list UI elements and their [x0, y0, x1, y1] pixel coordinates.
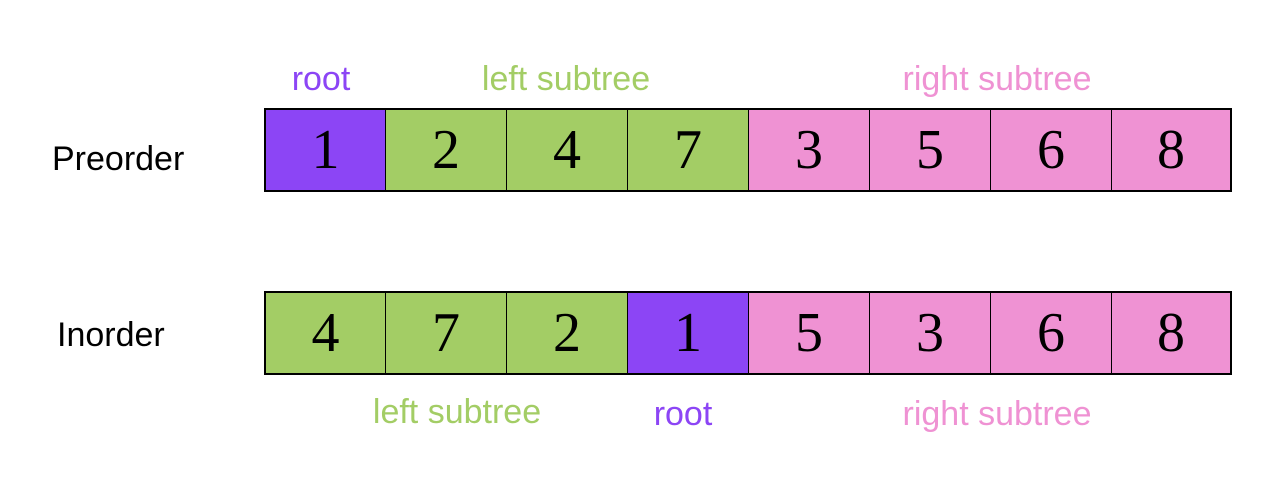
inorder-cell-left: 4: [264, 293, 385, 373]
inorder-cell-left: 7: [385, 293, 506, 373]
inorder-right-subtree-label: right subtree: [902, 395, 1092, 433]
preorder-right-subtree-label: right subtree: [902, 60, 1092, 98]
inorder-label: Inorder: [57, 316, 165, 354]
inorder-left-subtree-label: left subtree: [372, 393, 542, 431]
preorder-root-label: root: [291, 60, 351, 98]
preorder-cell-right: 5: [869, 110, 990, 190]
inorder-cell-right: 6: [990, 293, 1111, 373]
inorder-cell-right: 5: [748, 293, 869, 373]
inorder-array: 4 7 2 1 5 3 6 8: [264, 291, 1232, 375]
preorder-cell-left: 4: [506, 110, 627, 190]
inorder-cell-left: 2: [506, 293, 627, 373]
inorder-cell-right: 8: [1111, 293, 1232, 373]
preorder-cell-root: 1: [264, 110, 385, 190]
preorder-cell-left: 7: [627, 110, 748, 190]
inorder-cell-root: 1: [627, 293, 748, 373]
preorder-cell-right: 6: [990, 110, 1111, 190]
preorder-cell-right: 8: [1111, 110, 1232, 190]
preorder-label: Preorder: [52, 140, 185, 178]
inorder-root-label: root: [653, 395, 713, 433]
preorder-cell-left: 2: [385, 110, 506, 190]
inorder-cell-right: 3: [869, 293, 990, 373]
preorder-cell-right: 3: [748, 110, 869, 190]
preorder-array: 1 2 4 7 3 5 6 8: [264, 108, 1232, 192]
preorder-left-subtree-label: left subtree: [481, 60, 651, 98]
